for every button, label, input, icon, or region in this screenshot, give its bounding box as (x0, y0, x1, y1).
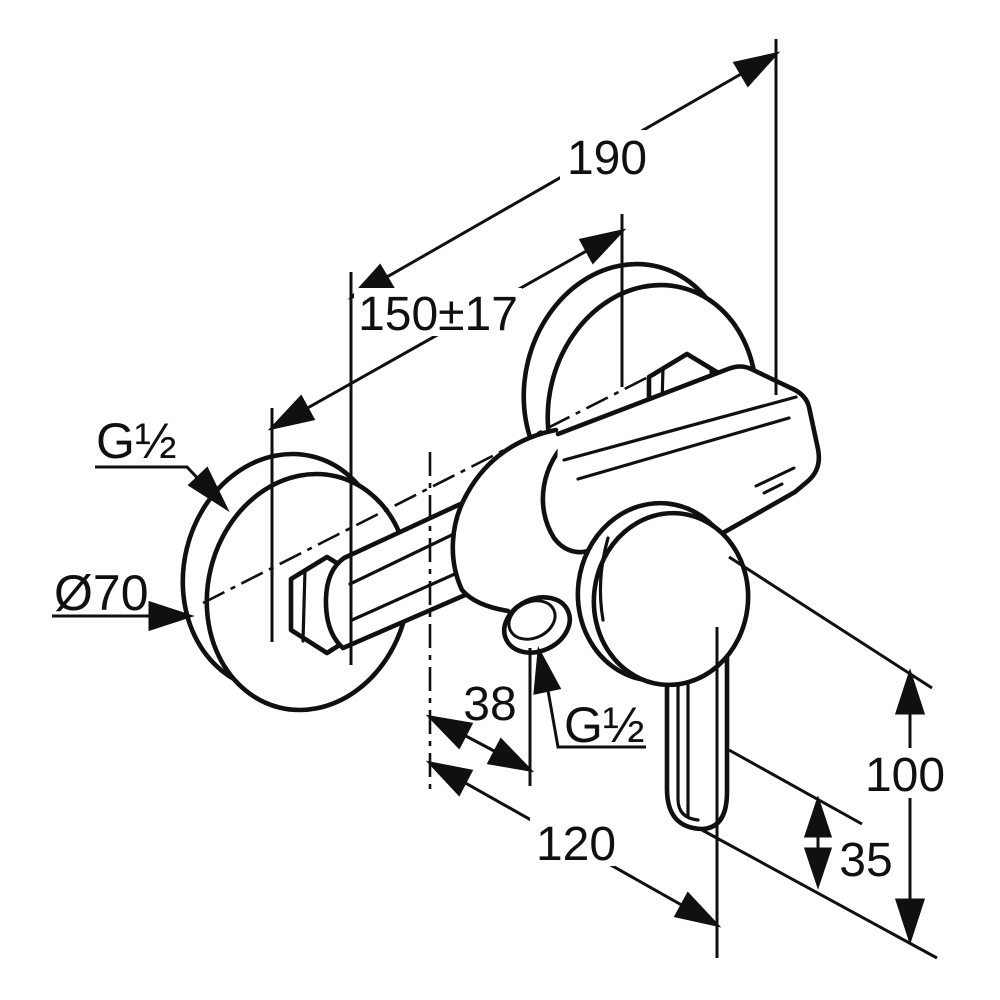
dim-label-handle-tip-drop: 35 (839, 834, 892, 887)
dimension-100 (894, 668, 926, 945)
cartridge-inner-arc (598, 536, 610, 622)
label-thread-wall: G½ (96, 413, 177, 469)
arrowhead (148, 600, 195, 632)
body-arm-right-highlight (576, 416, 791, 481)
body-arm-left-outline (323, 479, 519, 651)
label-bg (854, 748, 956, 798)
ext-handle-top (728, 555, 933, 690)
arrowhead (533, 645, 562, 695)
arrowhead (425, 760, 474, 797)
labels: 190 150±17 G½ Ø70 38 G½ 120 100 35 (54, 130, 956, 887)
arrowhead (732, 51, 781, 88)
dimension-lines (267, 51, 926, 945)
cartridge-face (575, 500, 751, 688)
shower-mixer-figure (180, 261, 822, 832)
extension-lines (270, 39, 938, 960)
label-bg (560, 130, 654, 182)
outlet-thread (507, 599, 557, 641)
dim-label-connection-spacing: 150±17 (358, 288, 518, 341)
leader-thread-wall (95, 465, 230, 513)
label-flange-diameter: Ø70 (54, 565, 149, 621)
dim-label-handle-drop: 100 (865, 749, 945, 802)
arrowhead (486, 737, 535, 773)
body-arm-right-crease (562, 395, 798, 462)
arrowhead (425, 714, 474, 750)
cartridge-cap-face (591, 510, 751, 688)
body-arm-right-ticks (754, 466, 796, 495)
dimension-35 (803, 795, 833, 890)
arrowhead (673, 891, 722, 928)
ext-lever-tip (701, 828, 938, 960)
arrowhead (894, 668, 926, 715)
leader-diameter (52, 600, 195, 632)
centerlines (202, 370, 659, 792)
outlet-nipple (501, 595, 573, 655)
arrowhead (803, 795, 833, 838)
arrowhead (894, 898, 926, 945)
arrowhead (267, 394, 316, 431)
body-arm-right-outline (555, 364, 822, 583)
ext-lever-grip (728, 748, 863, 826)
arrowhead (187, 466, 230, 513)
leader-lines (52, 465, 646, 749)
label-thread-outlet: G½ (564, 697, 645, 753)
valve-body-outline (450, 427, 559, 614)
valve-body-seam (540, 435, 601, 555)
dimension-38 (425, 714, 535, 773)
dim-label-overall-depth: 120 (536, 818, 616, 871)
label-bg (354, 288, 522, 336)
arrowhead (803, 847, 833, 890)
arrowhead (578, 228, 627, 265)
dim-label-outlet-offset: 38 (463, 678, 516, 731)
label-bg (530, 818, 622, 866)
leader-thread-outlet (533, 645, 646, 749)
dim-label-overall-length: 190 (567, 132, 647, 185)
